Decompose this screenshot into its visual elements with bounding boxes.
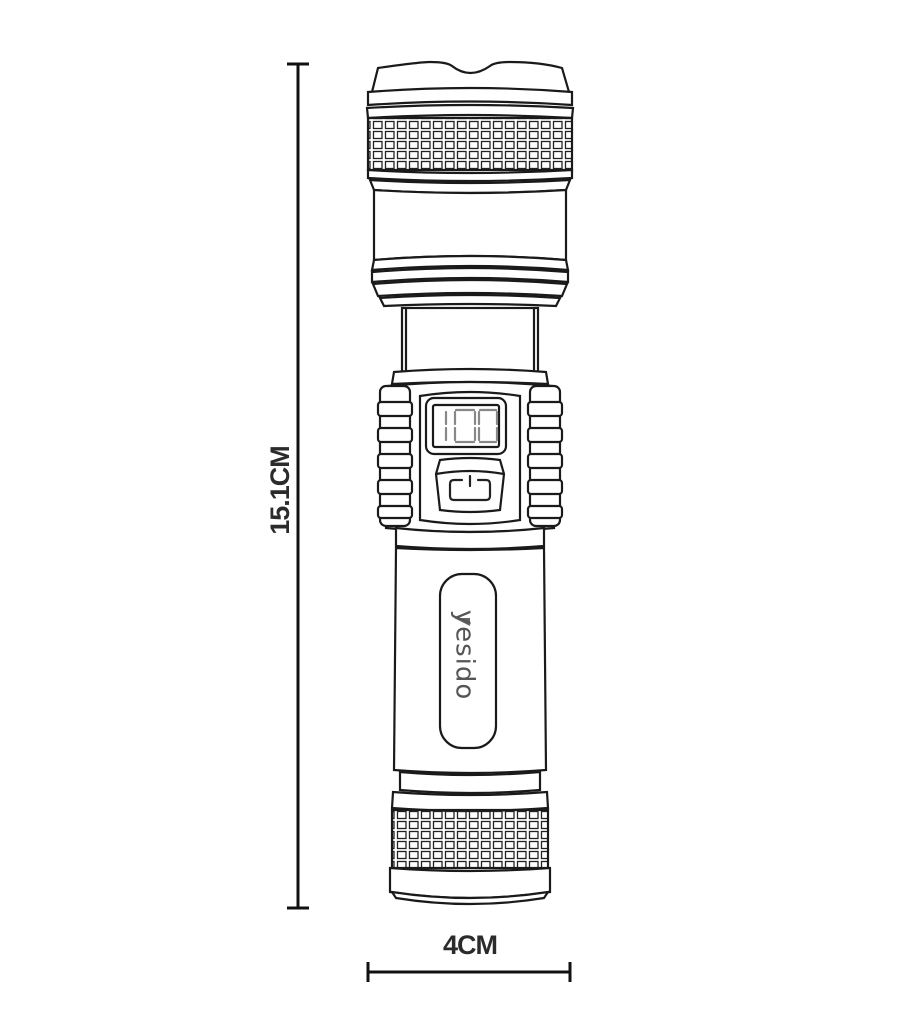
height-dimension-line bbox=[287, 62, 309, 910]
flashlight-body bbox=[365, 60, 575, 906]
height-dimension-label: 15.1CM bbox=[250, 440, 310, 540]
width-dimension-line bbox=[366, 962, 572, 982]
brand-name: yesido bbox=[449, 609, 480, 701]
width-dimension-label: 4CM bbox=[442, 930, 498, 960]
display-segments bbox=[444, 408, 499, 444]
power-icon bbox=[448, 474, 492, 502]
brand-logo-icon bbox=[454, 618, 470, 626]
brand-logo: yesido bbox=[424, 610, 504, 701]
height-label-text: 15.1CM bbox=[264, 445, 295, 535]
